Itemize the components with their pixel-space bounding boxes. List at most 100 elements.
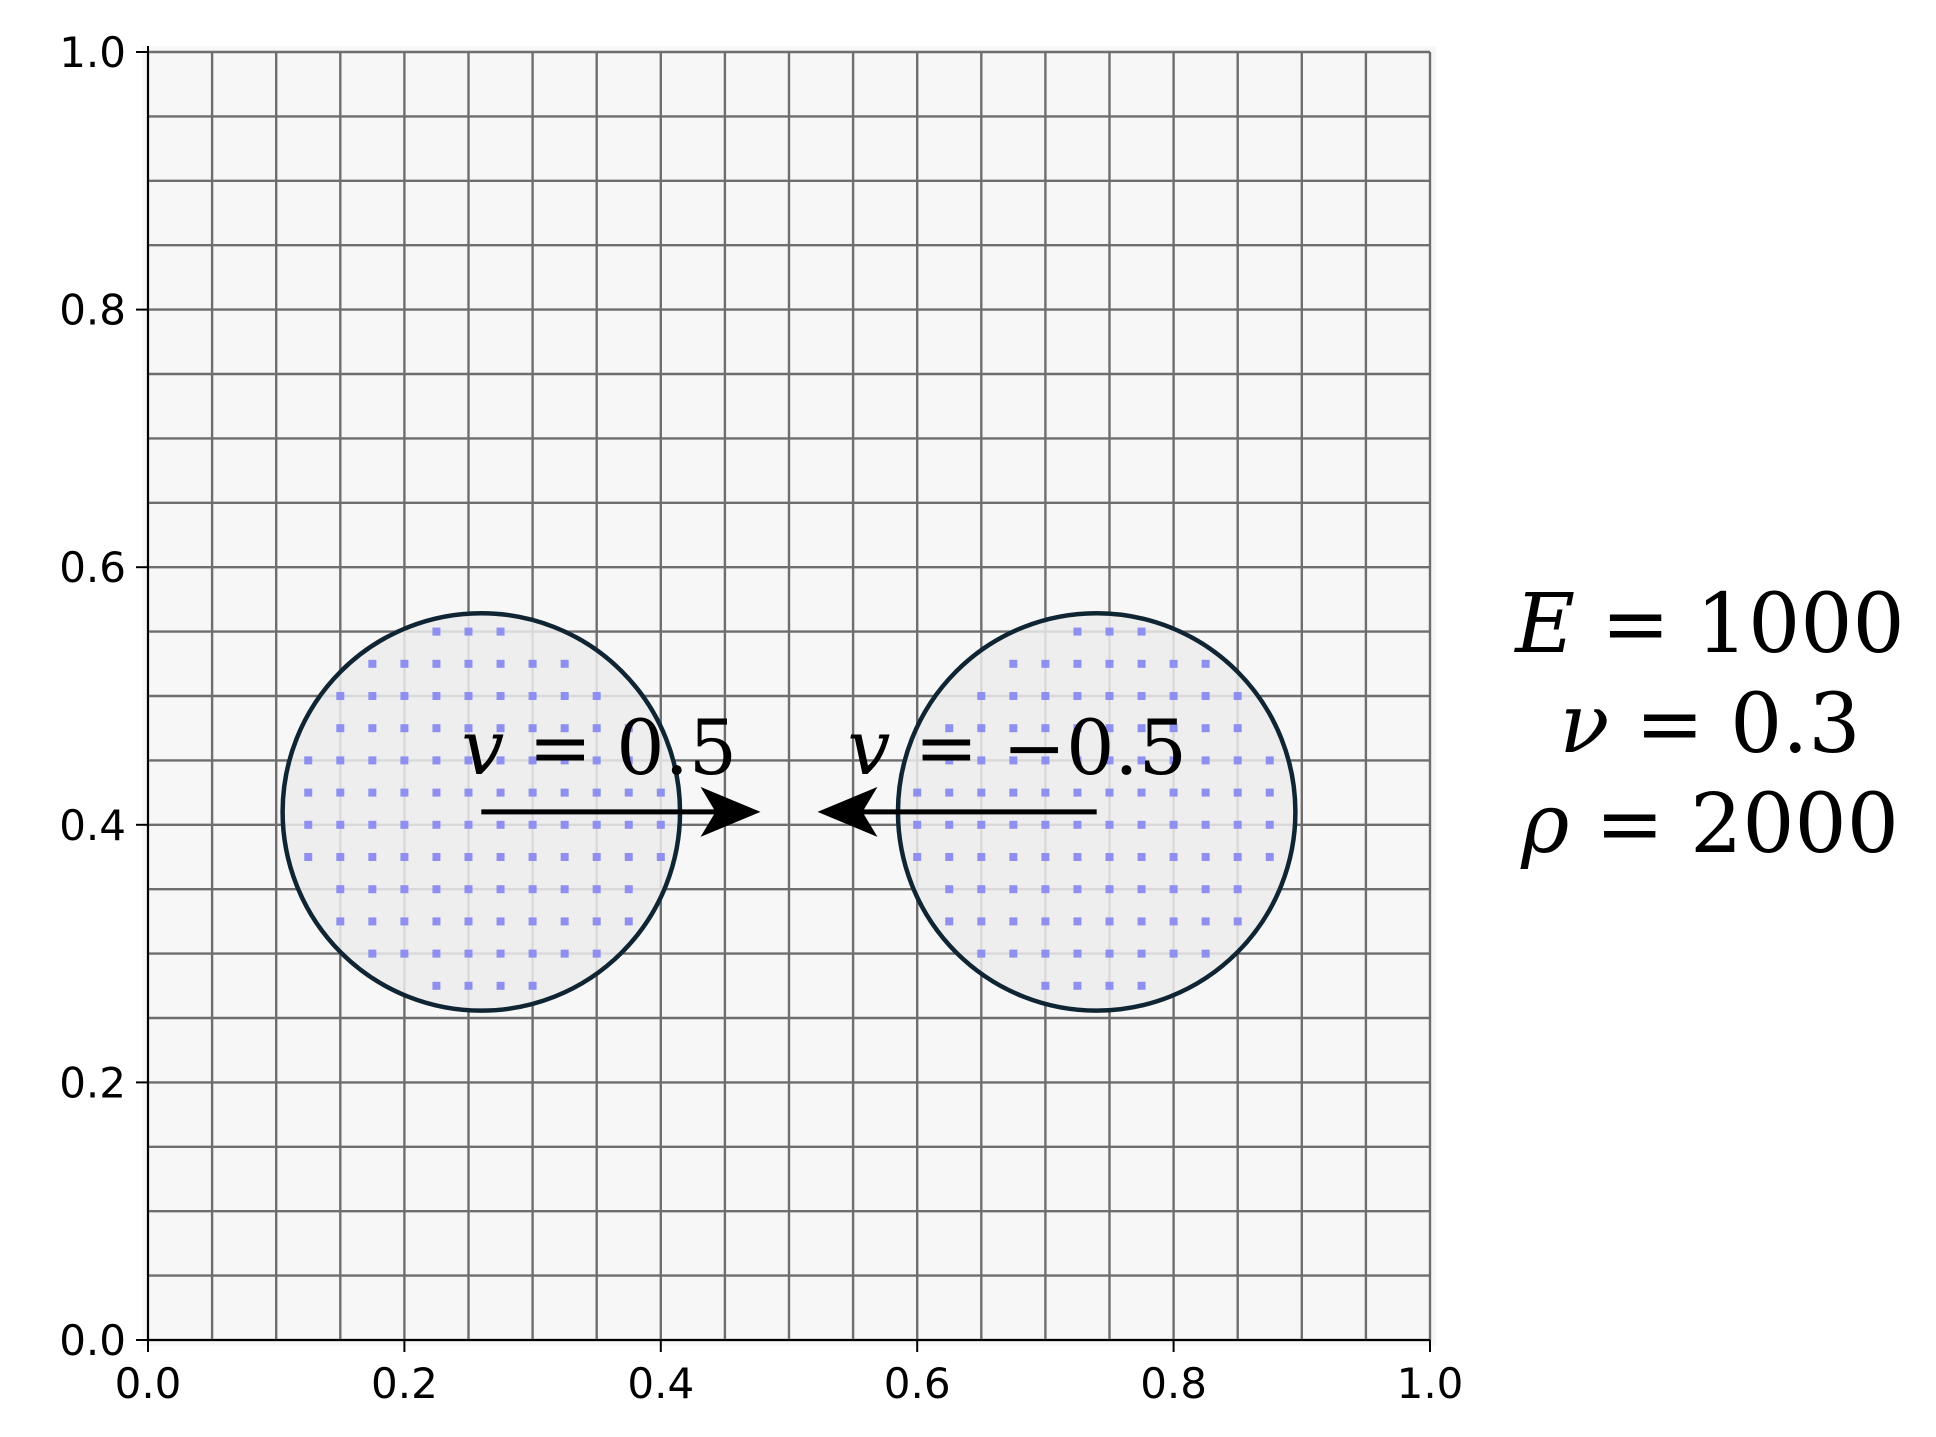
particle: [624, 917, 633, 926]
particle: [1073, 853, 1082, 861]
particle: [913, 853, 922, 861]
particle: [977, 885, 986, 894]
particle: [432, 724, 441, 733]
particle: [977, 788, 986, 797]
particle: [624, 885, 633, 894]
particle: [1201, 659, 1210, 668]
particle: [656, 788, 665, 797]
x-tick-label: 0.0: [115, 1359, 182, 1408]
particle: [432, 949, 441, 958]
particle: [1265, 788, 1274, 797]
particle: [1041, 853, 1050, 861]
y-tick-label: 0.2: [59, 1058, 126, 1107]
particle: [400, 917, 409, 926]
y-tick-label: 0.8: [59, 286, 126, 335]
particle: [432, 885, 441, 894]
particle: [1105, 981, 1114, 990]
particle: [528, 724, 537, 733]
particle: [1105, 692, 1114, 700]
particle: [624, 788, 633, 797]
particle: [1201, 853, 1210, 861]
particle: [560, 917, 569, 926]
particle: [1137, 917, 1146, 926]
particle: [400, 756, 409, 765]
particle: [496, 885, 505, 894]
particle: [1105, 949, 1114, 958]
particle: [1073, 756, 1082, 765]
particle: [1073, 981, 1082, 990]
particle: [1137, 885, 1146, 894]
particle: [560, 692, 569, 700]
particle: [1105, 885, 1114, 894]
particle: [336, 756, 345, 765]
particle: [464, 788, 473, 797]
particle: [400, 853, 409, 861]
particle: [464, 917, 473, 926]
particle: [1169, 659, 1178, 668]
particle: [368, 917, 377, 926]
particle: [560, 756, 569, 765]
particle: [624, 724, 633, 733]
particle: [368, 820, 377, 829]
particle: [592, 724, 601, 733]
particle: [1137, 820, 1146, 829]
y-tick-label: 0.0: [59, 1316, 126, 1365]
particle: [336, 820, 345, 829]
particle: [1073, 788, 1082, 797]
particle: [913, 820, 922, 829]
particle: [560, 820, 569, 829]
particle: [1233, 724, 1242, 733]
particle: [1073, 627, 1082, 636]
particle: [432, 756, 441, 765]
particle: [1073, 949, 1082, 958]
particle: [592, 885, 601, 894]
particle: [368, 853, 377, 861]
particle: [400, 949, 409, 958]
particle: [1041, 981, 1050, 990]
particle: [432, 788, 441, 797]
particle: [1233, 788, 1242, 797]
particle: [432, 627, 441, 636]
particle: [1041, 659, 1050, 668]
particle: [945, 788, 954, 797]
particle: [1265, 853, 1274, 861]
particle: [464, 627, 473, 636]
particle: [1041, 788, 1050, 797]
particle: [496, 917, 505, 926]
particle: [592, 917, 601, 926]
particle: [528, 917, 537, 926]
particle: [945, 853, 954, 861]
particle: [977, 756, 986, 765]
particle: [624, 756, 633, 765]
particle: [1009, 756, 1018, 765]
particle: [496, 981, 505, 990]
particle: [945, 756, 954, 765]
particle: [1137, 853, 1146, 861]
y-axis-ticks: 0.00.20.40.60.81.0: [59, 28, 148, 1365]
particle: [464, 659, 473, 668]
particle: [464, 949, 473, 958]
particle: [656, 820, 665, 829]
particle: [464, 853, 473, 861]
particle: [1137, 949, 1146, 958]
particle: [1233, 692, 1242, 700]
particle: [592, 692, 601, 700]
particle: [528, 885, 537, 894]
particle: [977, 692, 986, 700]
velocity-label-1: v = 0.5: [461, 703, 737, 792]
particle: [432, 659, 441, 668]
particle: [1105, 659, 1114, 668]
particle: [400, 724, 409, 733]
particle: [464, 981, 473, 990]
particle: [336, 724, 345, 733]
particle: [1041, 820, 1050, 829]
particle: [560, 949, 569, 958]
particle: [1137, 981, 1146, 990]
particle: [528, 820, 537, 829]
particle: [496, 659, 505, 668]
particle: [1105, 627, 1114, 636]
particle: [336, 917, 345, 926]
particle: [496, 788, 505, 797]
